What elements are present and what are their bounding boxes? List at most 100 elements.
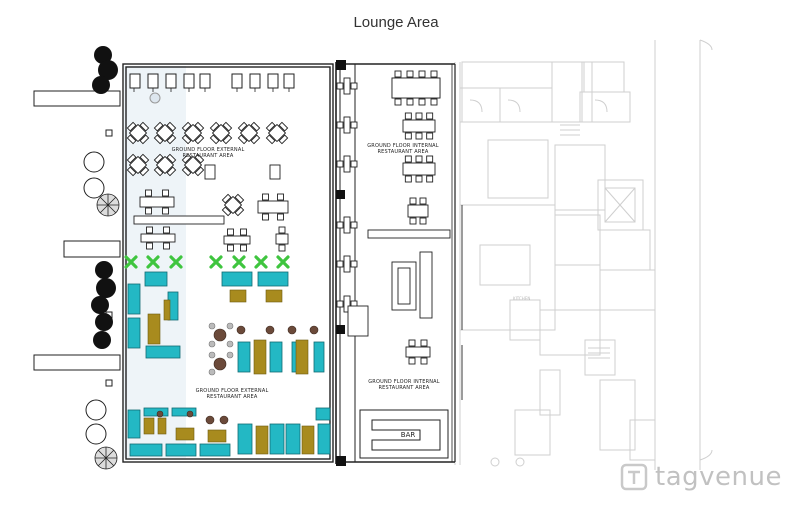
table-top (343, 255, 351, 273)
chair (146, 242, 153, 250)
chair (426, 175, 434, 183)
diamond-tables (126, 121, 289, 217)
round-stools (156, 322, 319, 425)
rect-table (402, 155, 436, 183)
kitchen-ghost-label: KITCHEN (513, 296, 530, 301)
grey-stool (226, 351, 234, 359)
chair (415, 155, 423, 163)
diamond-table (265, 121, 289, 145)
stool (213, 328, 227, 342)
chair (153, 166, 164, 177)
chair (166, 121, 177, 132)
wood-table (175, 427, 195, 441)
chair (426, 132, 434, 140)
booths (127, 271, 331, 457)
table-top (343, 216, 351, 234)
chair (262, 213, 269, 221)
chair (265, 121, 276, 132)
int-bottom-label-2: RESTAURANT AREA (378, 385, 429, 391)
rect-table (336, 116, 358, 134)
tagvenue-logo-icon (620, 463, 648, 491)
planter (254, 255, 268, 269)
rect-table (407, 197, 429, 225)
chair (126, 134, 137, 145)
sofa (315, 407, 331, 421)
grey-stool (208, 340, 216, 348)
chair (415, 112, 423, 120)
chair (350, 82, 358, 90)
table-top (128, 155, 148, 175)
chair (404, 175, 412, 183)
table-top (402, 162, 436, 176)
chair (194, 134, 205, 145)
chair (415, 132, 423, 140)
chair (145, 207, 152, 215)
diamond-table (221, 193, 245, 217)
int-top-label-2: RESTAURANT AREA (377, 149, 428, 155)
palm-plant-icon (91, 46, 118, 349)
planter-leaf (124, 255, 138, 269)
table-top (239, 123, 259, 143)
chair (404, 155, 412, 163)
planter (146, 255, 160, 269)
planter (276, 255, 290, 269)
sofa (144, 271, 168, 287)
diamond-table (153, 153, 177, 177)
chair (209, 121, 220, 132)
chair (278, 121, 289, 132)
table-top (183, 155, 203, 175)
chair (126, 166, 137, 177)
rect-table (139, 189, 175, 215)
rect-table (336, 155, 358, 173)
chair (153, 134, 164, 145)
table-top (275, 233, 289, 245)
sofa (317, 423, 331, 455)
chair (336, 160, 344, 168)
chair (350, 260, 358, 268)
chair (162, 189, 169, 197)
chair (250, 134, 261, 145)
sofa (165, 443, 197, 457)
chair (278, 134, 289, 145)
chair (262, 193, 269, 201)
wood-table (157, 417, 167, 435)
adjacent-building-ghost (454, 39, 713, 470)
chair (430, 70, 438, 78)
planter-leaf (169, 255, 183, 269)
diamond-table (126, 121, 150, 145)
chair (126, 153, 137, 164)
chair (145, 189, 152, 197)
table-top (257, 200, 289, 214)
chair (153, 121, 164, 132)
chair (394, 70, 402, 78)
chair (430, 98, 438, 106)
chair (350, 221, 358, 229)
table-top (407, 204, 429, 218)
table-top (183, 123, 203, 143)
chair (227, 244, 234, 252)
partition (133, 215, 225, 225)
chair (336, 121, 344, 129)
chair (404, 112, 412, 120)
sofa (199, 443, 231, 457)
chair (336, 82, 344, 90)
chair (194, 166, 205, 177)
chair (240, 228, 247, 236)
chair (406, 98, 414, 106)
planter (124, 255, 138, 269)
int-top-label-1: GROUND FLOOR INTERNAL (367, 143, 439, 149)
chair (234, 206, 245, 217)
wood-table (295, 339, 309, 375)
chair (394, 98, 402, 106)
sofa (285, 423, 301, 455)
rect-table (405, 339, 431, 365)
chair (336, 300, 344, 308)
chair (237, 134, 248, 145)
diamond-table (209, 121, 233, 145)
planter-leaf (276, 255, 290, 269)
internal-furniture (347, 77, 463, 400)
chair (409, 217, 417, 225)
bar-counter (359, 409, 449, 459)
chair (278, 226, 286, 234)
chair (415, 175, 423, 183)
